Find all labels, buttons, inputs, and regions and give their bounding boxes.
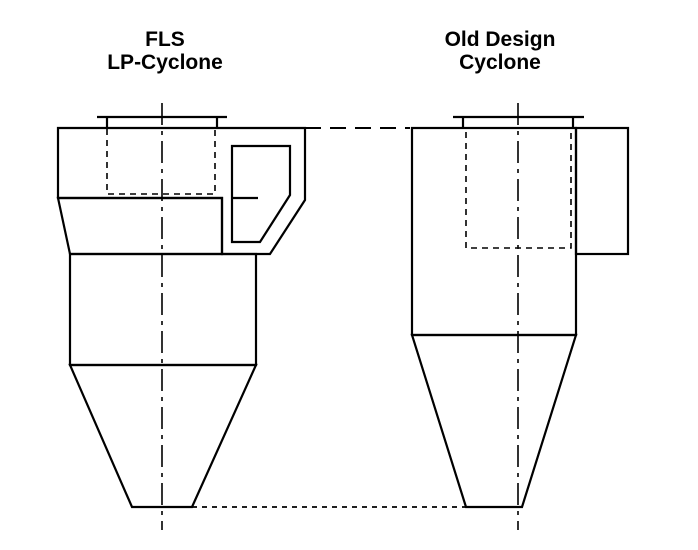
lp-cylinder (68, 252, 258, 367)
lp-vortex-finder (106, 127, 216, 195)
old-design-title-line-1: Old Design (444, 28, 556, 51)
lp-transition (56, 196, 224, 256)
lp-inlet-duct (230, 144, 292, 244)
old-cone (410, 333, 578, 509)
lp-cyclone-title-line-1: FLS (145, 28, 185, 51)
old-design-cyclone-title: Old Design Cyclone (390, 28, 610, 74)
old-body (410, 126, 578, 337)
lp-cyclone-drawing (56, 103, 307, 530)
old-cyclone-drawing (410, 103, 630, 530)
lp-cyclone-title-line-2: LP-Cyclone (107, 51, 223, 74)
old-design-title-line-2: Cyclone (459, 51, 541, 74)
lp-cyclone-title: FLS LP-Cyclone (55, 28, 275, 74)
old-inlet-box (574, 126, 630, 256)
lp-cone (68, 363, 258, 509)
